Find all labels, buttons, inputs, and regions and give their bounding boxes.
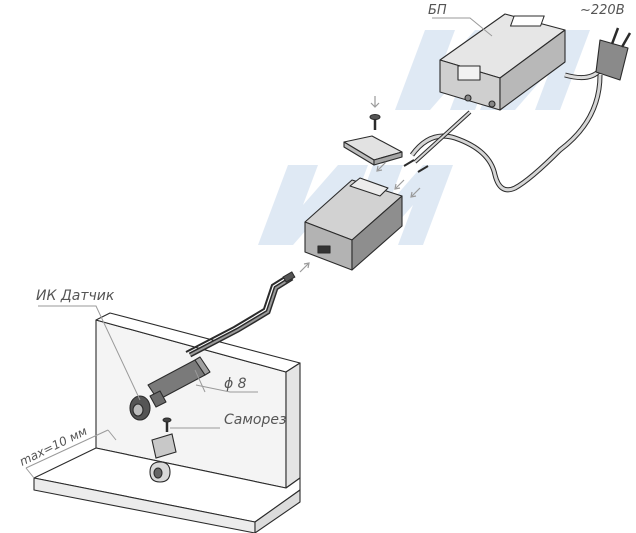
arrow-cover bbox=[376, 161, 387, 172]
label-ir-sensor: ИК Датчик bbox=[36, 288, 115, 304]
power-cable bbox=[409, 74, 603, 193]
mounting-clip bbox=[149, 433, 177, 483]
arrow-screw-down bbox=[370, 96, 380, 108]
ir-sensor bbox=[129, 356, 211, 421]
assembly-arrows bbox=[299, 96, 421, 273]
label-voltage: ~220В bbox=[580, 3, 625, 18]
label-power-supply: БП bbox=[428, 3, 447, 18]
power-plug bbox=[564, 27, 632, 81]
label-screw: Саморез bbox=[224, 412, 286, 428]
leader-diameter bbox=[195, 384, 258, 393]
shelf-front bbox=[33, 477, 256, 533]
cover-screw bbox=[369, 114, 381, 130]
leader-ir-sensor bbox=[38, 305, 141, 401]
furniture-panel bbox=[33, 312, 301, 533]
label-diameter: ϕ 8 bbox=[224, 376, 247, 392]
sensor-cable bbox=[185, 271, 296, 358]
controller-cover bbox=[343, 135, 403, 166]
arrow-wire-1 bbox=[394, 179, 405, 190]
psu-output-wires bbox=[403, 110, 472, 173]
shelf-side bbox=[254, 489, 301, 533]
arrow-connector bbox=[299, 262, 310, 273]
leader-lines bbox=[25, 17, 493, 479]
vertical-board-side bbox=[285, 362, 301, 489]
controller-box bbox=[304, 177, 403, 271]
leader-psu bbox=[432, 17, 493, 37]
power-supply-side bbox=[499, 29, 566, 111]
power-supply bbox=[439, 13, 566, 111]
sensor-screw bbox=[162, 417, 172, 432]
arrow-wire-2 bbox=[410, 187, 421, 198]
